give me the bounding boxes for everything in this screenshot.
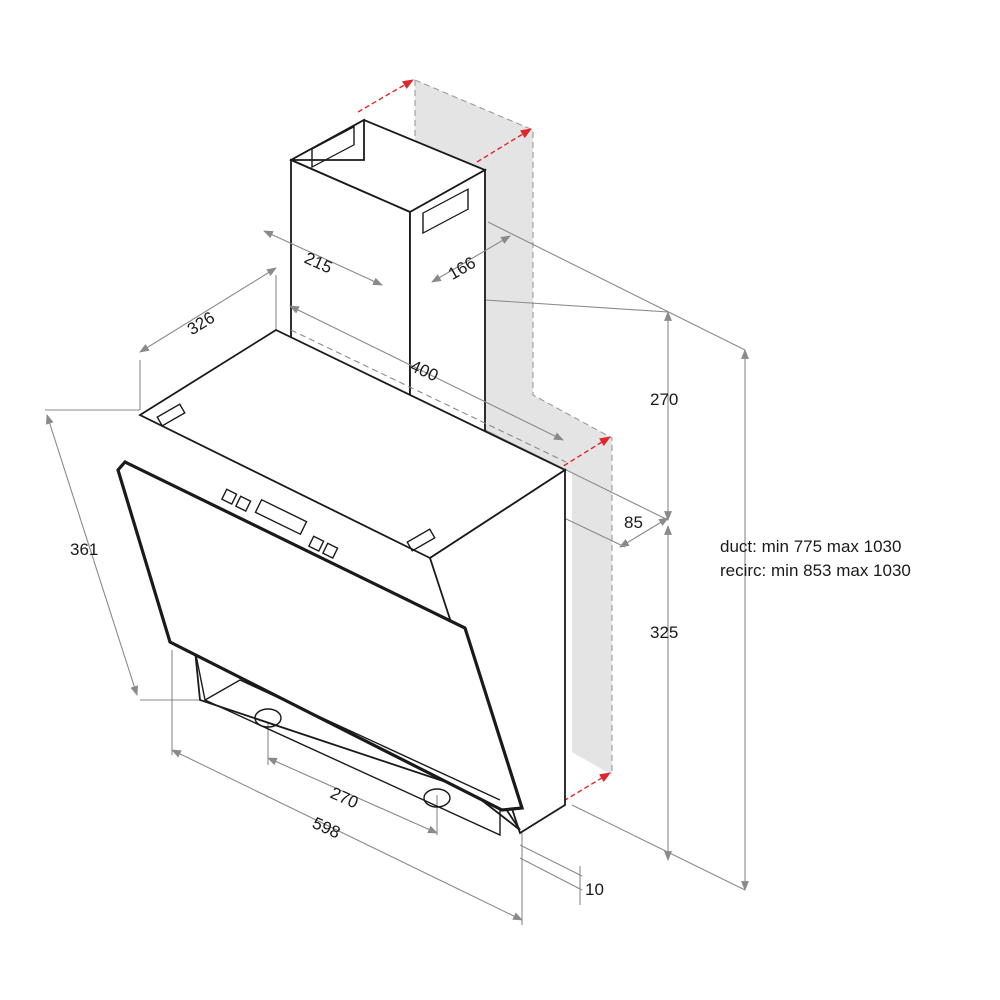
light-left-icon (254, 708, 282, 728)
control-button-2 (234, 495, 252, 512)
control-button-3 (307, 535, 325, 552)
height-notes: duct: min 775 max 1030 recirc: min 853 m… (720, 537, 911, 580)
dim-line-361 (45, 414, 139, 696)
dim-line-400 (289, 305, 564, 441)
label-10: 10 (585, 880, 604, 899)
control-display (254, 498, 308, 536)
chimney-right-vent-icon (422, 188, 469, 235)
chimney-inner (290, 118, 365, 161)
dim-line-326 (139, 267, 277, 353)
label-85: 85 (624, 513, 643, 532)
control-panel (220, 488, 339, 559)
recirc-height-note: recirc: min 853 max 1030 (720, 561, 911, 580)
label-361: 361 (70, 540, 98, 559)
control-button-4 (321, 542, 339, 559)
dimension-lines (45, 230, 749, 921)
wall-marker-mid (556, 436, 611, 471)
wall-marker-top-right (476, 128, 532, 163)
control-button-1 (220, 488, 238, 505)
label-325: 325 (650, 623, 678, 642)
chimney-left-vent-icon (311, 125, 355, 169)
duct-height-note: duct: min 775 max 1030 (720, 537, 901, 556)
dim-line-215 (263, 230, 383, 286)
dim-line-85 (619, 517, 669, 548)
label-326: 326 (184, 308, 218, 339)
wall-marker-top-left (357, 79, 414, 113)
label-270-lower: 270 (327, 783, 361, 812)
label-270-upper: 270 (650, 390, 678, 409)
dim-line-166 (431, 235, 511, 283)
hood-top-clip-right (406, 528, 436, 552)
hood-top-clip-left (156, 403, 186, 427)
dim-line-598 (171, 749, 523, 921)
label-598: 598 (309, 813, 343, 842)
